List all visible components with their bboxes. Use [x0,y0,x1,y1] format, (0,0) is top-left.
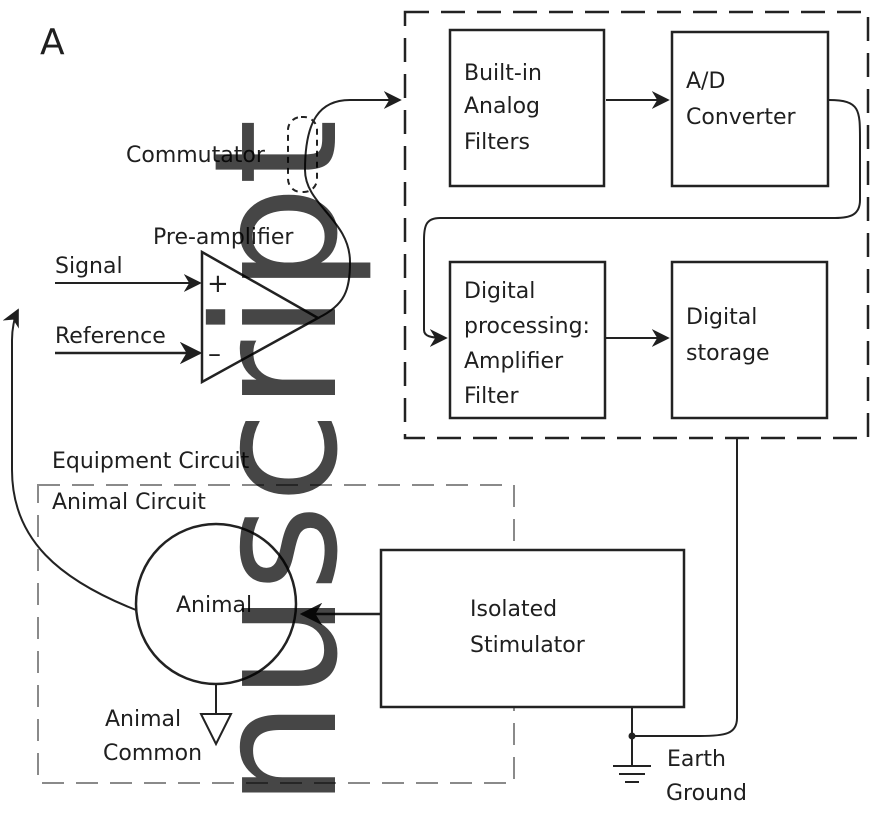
analog-filters-line-2: Analog [464,94,540,119]
signal-label: Signal [55,254,123,279]
panel-label: A [40,22,65,63]
equipment-dashed-box [403,10,870,440]
digital-storage-line-2: storage [686,341,770,366]
plus-sign: + [207,269,229,299]
commutator-symbol [287,116,318,193]
earth-ground-line-1: Earth [667,747,726,772]
adc-block [670,30,830,188]
minus-sign: – [208,339,221,369]
digital-storage-line-1: Digital [686,305,757,330]
reference-label: Reference [55,324,166,349]
animal-to-reference-path [2,308,137,611]
digital-processing-line-2: processing: [464,314,590,339]
digital-processing-line-4: Filter [464,384,519,409]
ground-junction-dot [628,732,636,740]
adc-line-2: Converter [686,105,797,130]
stimulator-line-1: Isolated [470,597,557,622]
digital-processing-line-3: Amplifier [464,349,564,374]
analog-filters-line-1: Built-in [464,61,542,86]
adc-line-1: A/D [686,69,725,94]
commutator-label: Commutator [126,143,266,168]
digital-processing-line-1: Digital [464,279,535,304]
preamplifier-label: Pre-amplifier [153,225,294,250]
animal-label: Animal [176,593,252,618]
watermark: nuscript [178,119,376,808]
analog-filters-line-3: Filters [464,130,530,155]
preamp-output-cable [303,91,402,319]
animal-common-line-2: Common [103,741,202,766]
arrow-adc-to-processing [423,99,861,347]
analog-filters-block [448,28,606,188]
earth-ground-line-2: Ground [666,781,747,806]
preamplifier-triangle [200,249,321,385]
digital-storage-block [670,260,829,420]
storage-to-ground-wire [632,438,738,737]
stimulator-line-2: Stimulator [470,633,586,658]
animal-circuit-label: Animal Circuit [52,490,206,515]
equipment-circuit-label: Equipment Circuit [52,449,250,474]
animal-common-line-1: Animal [105,707,181,732]
stimulator-block [379,548,686,709]
animal-common-triangle [199,713,233,747]
digital-processing-block [448,260,607,420]
